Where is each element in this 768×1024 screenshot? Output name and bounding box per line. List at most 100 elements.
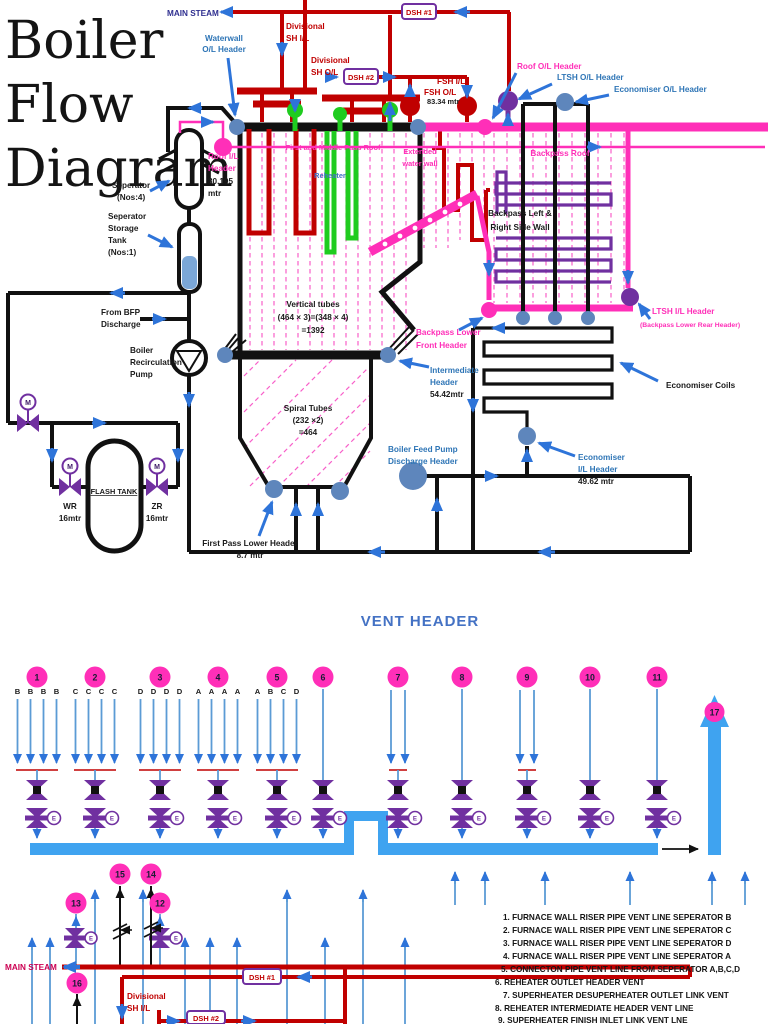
- from-bfp-label2: Discharge: [101, 320, 141, 329]
- bfp-dis-label1: Boiler Feed Pump: [388, 445, 458, 454]
- dsh2-box: [343, 68, 379, 85]
- intermediate-label1: Intermediate: [430, 366, 479, 375]
- svg-text:C: C: [86, 687, 92, 696]
- title-line3: Diagram: [5, 139, 233, 199]
- svg-text:10: 10: [585, 673, 595, 683]
- legend-item-6: 6. REHEATER OUTLET HEADER VENT: [495, 978, 645, 987]
- separator-group: [85, 128, 220, 554]
- legend-item-5: 5. CONNECTON PIPE VENT LINE FROM SEPERAT…: [501, 965, 740, 974]
- dsh1-box: [401, 3, 437, 20]
- bfp-dis-label2: Discharge Header: [388, 457, 458, 466]
- svg-text:12: 12: [155, 899, 165, 909]
- svg-text:11: 11: [652, 673, 661, 683]
- separator-storage-tank: [177, 222, 202, 294]
- reheater-node: [333, 107, 347, 121]
- fsh-ol-label: FSH O/L: [424, 88, 456, 97]
- svg-text:D: D: [294, 687, 300, 696]
- vent-group-10: 10: [577, 666, 615, 839]
- bplf-label1: Backpass Lower: [416, 328, 481, 337]
- spiral-tubes-label2: (232 ×2): [293, 416, 324, 425]
- label-arrows: [147, 57, 659, 537]
- title-line2: Flow: [5, 75, 134, 135]
- roof-il-node: [214, 138, 232, 156]
- vent-group-8: 8: [449, 666, 487, 839]
- svg-text:8: 8: [460, 673, 465, 683]
- div-sh-il-label2: SH I/L: [286, 34, 309, 43]
- backpass-node2: [548, 311, 562, 325]
- svg-text:3: 3: [158, 673, 163, 683]
- legend-item-9: 9. SUPERHEATER FINISH INLET LINK VENT LN…: [498, 1016, 688, 1024]
- intermediate-label3: 54.42mtr: [430, 390, 464, 399]
- backpass-wall-label2: Right Side Wall: [490, 223, 549, 232]
- svg-text:A: A: [222, 687, 228, 696]
- spiral-tubes-label3: =464: [299, 428, 318, 437]
- storage-label3: Tank: [108, 236, 127, 245]
- div-sh-ol-label1: Divisional: [311, 56, 350, 65]
- svg-text:B: B: [28, 687, 34, 696]
- recirc-label3: Pump: [130, 370, 153, 379]
- flash-tank-label: FLASH TANK: [91, 487, 138, 496]
- svg-text:C: C: [73, 687, 79, 696]
- svg-text:2: 2: [93, 673, 98, 683]
- svg-text:A: A: [255, 687, 261, 696]
- waterwall-ol-label2: O/L Header: [202, 45, 246, 54]
- backpass-wall-label1: Backpass Left &: [488, 209, 552, 218]
- fplh-label1: First Pass Lower Header: [202, 539, 298, 548]
- roof-il-elev1: 80.195: [208, 177, 233, 186]
- ext-ww-label1: Extended: [403, 147, 437, 156]
- legend-item-1: 1. FURNACE WALL RISER PIPE VENT LINE SEP…: [503, 913, 731, 922]
- ltsh-il-node: [621, 288, 639, 306]
- waterwall-ol-node: [229, 119, 245, 135]
- vent-tag-17: [704, 702, 725, 722]
- backpass-lower-front-node: [481, 302, 497, 318]
- roof-il-label2: Header: [208, 164, 237, 173]
- wr-label1: WR: [63, 502, 77, 511]
- legend-item-4: 4. FURNACE WALL RISER PIPE VENT LINE SEP…: [503, 952, 731, 961]
- eco-il-label2: I/L Header: [578, 465, 618, 474]
- backpass-node1: [516, 311, 530, 325]
- svg-text:B: B: [54, 687, 60, 696]
- vertical-tubes-label1: Vertical tubes: [286, 300, 340, 309]
- vertical-tubes-label3: =1392: [302, 326, 325, 335]
- roof-il-label1: Roof I/L: [208, 152, 238, 161]
- storage-label4: (Nos:1): [108, 248, 136, 257]
- dsh1-label: DSH #1: [406, 8, 432, 17]
- slant-header-dots: [382, 201, 463, 247]
- svg-text:A: A: [235, 687, 241, 696]
- lower-dsh2-box: [186, 1010, 226, 1024]
- svg-text:D: D: [138, 687, 144, 696]
- fsh-il-node: [457, 96, 477, 116]
- intermediate-right-node: [380, 347, 396, 363]
- recirc-label2: Recirculation: [130, 358, 182, 367]
- header-nodes: [214, 91, 639, 500]
- top-labels: MAIN STEAM Waterwall O/L Header Division…: [59, 9, 740, 560]
- page-title: Boiler Flow Diagram: [5, 11, 233, 199]
- waterwall-ol-label1: Waterwall: [205, 34, 243, 43]
- bplf-label2: Front Header: [416, 341, 468, 350]
- div-sh-ol-label2: SH O/L: [311, 68, 338, 77]
- lower-dsh2-label: DSH #2: [193, 1014, 219, 1023]
- lower-number-tags: 13 15 14 12 16: [65, 863, 171, 994]
- backpass-node3: [581, 311, 595, 325]
- svg-text:A: A: [196, 687, 202, 696]
- svg-text:D: D: [151, 687, 157, 696]
- eco-il-node: [518, 427, 536, 445]
- eco-coils-label: Economiser Coils: [666, 381, 736, 390]
- first-mid-roof-label: First and Middle Pass Roof: [286, 143, 381, 152]
- svg-text:15: 15: [115, 870, 125, 880]
- svg-text:C: C: [99, 687, 105, 696]
- furnace-outline: [223, 122, 424, 489]
- svg-text:A: A: [209, 687, 215, 696]
- storage-label2: Storage: [108, 224, 139, 233]
- title-line1: Boiler: [5, 11, 164, 71]
- wr-label2: 16mtr: [59, 514, 82, 523]
- intermediate-label2: Header: [430, 378, 459, 387]
- first-pass-lower-node2: [331, 482, 349, 500]
- vent-group-7: 7: [385, 666, 423, 839]
- from-bfp-label1: From BFP: [101, 308, 141, 317]
- recirc-label1: Boiler: [130, 346, 154, 355]
- steam-pipes-red: [233, 0, 511, 242]
